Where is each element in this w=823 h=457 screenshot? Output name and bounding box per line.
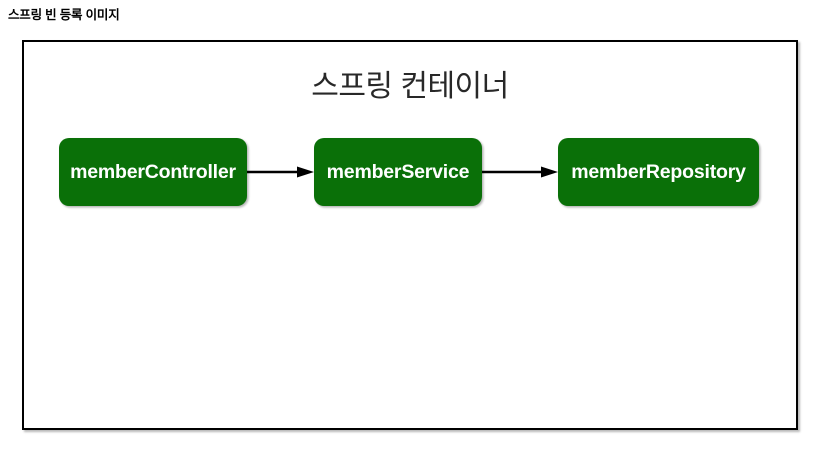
bean-label-member-service: memberService (326, 160, 470, 183)
spring-container-box: 스프링 컨테이너 memberController memberService … (22, 40, 798, 430)
bean-row: memberController memberService memberRep… (24, 138, 796, 206)
bean-node-member-repository[interactable]: memberRepository (558, 138, 759, 206)
spring-container-label: 스프링 컨테이너 (311, 70, 509, 103)
page-title: 스프링 빈 등록 이미지 (8, 8, 120, 22)
arrow-service-to-repository-icon (482, 166, 558, 178)
bean-node-member-controller[interactable]: memberController (59, 138, 247, 206)
bean-label-member-controller: memberController (70, 160, 236, 183)
bean-label-member-repository: memberRepository (571, 160, 746, 183)
bean-node-member-service[interactable]: memberService (314, 138, 482, 206)
arrow-controller-to-service-icon (247, 166, 314, 178)
